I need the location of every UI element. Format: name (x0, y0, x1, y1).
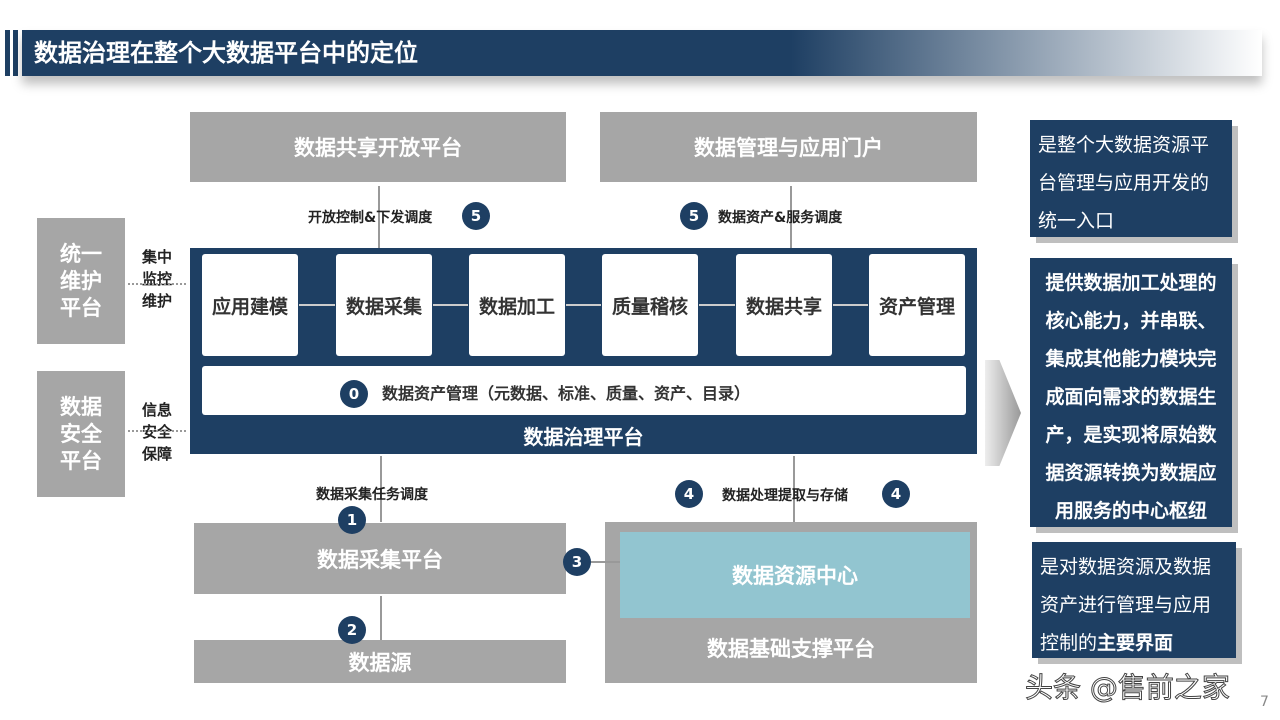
watermark: 头条 @售前之家 (1025, 671, 1231, 705)
module-asset-management: 资产管理 (869, 254, 965, 356)
arrow-connector (793, 456, 795, 522)
arrow-connector (380, 456, 382, 522)
link-label: 数据处理提取与存储 (722, 488, 848, 504)
chevron-right-icon (985, 360, 1021, 466)
link-label: 数据采集任务调度 (316, 487, 428, 503)
link-label: 集中监控维护 (142, 248, 173, 310)
resource-center: 数据资源中心 (620, 532, 970, 618)
step-badge: 4 (675, 480, 703, 508)
arrow-connector (128, 430, 186, 432)
arrow-connector (591, 561, 620, 563)
page-number: 7 (1260, 694, 1269, 710)
arrow-icon (299, 304, 335, 306)
module-quality-audit: 质量稽核 (602, 254, 698, 356)
data-sharing-platform: 数据共享开放平台 (190, 112, 566, 182)
arrow-icon (833, 304, 868, 306)
page-title: 数据治理在整个大数据平台中的定位 (22, 30, 1262, 76)
governance-title: 数据治理平台 (523, 425, 644, 449)
link-label: 数据资产&服务调度 (718, 210, 843, 226)
step-badge: 2 (338, 616, 366, 644)
link-label: 信息安全保障 (142, 401, 173, 463)
support-platform-label: 数据基础支撑平台 (707, 637, 875, 661)
step-badge: 4 (882, 480, 910, 508)
note-text: 是对数据资源及数据资产进行管理与应用控制的 (1040, 556, 1212, 654)
note-governance: 提供数据加工处理的核心能力，并串联、集成其他能力模块完成面向需求的数据生产，是实… (1030, 258, 1232, 527)
data-source: 数据源 (194, 640, 566, 683)
note-emphasis: 主要界面 (1097, 632, 1174, 654)
arrow-connector (378, 186, 380, 248)
title-accent (5, 30, 10, 76)
arrow-connector (128, 283, 186, 285)
arrow-icon (433, 304, 468, 306)
module-data-sharing: 数据共享 (736, 254, 832, 356)
note-portal: 是整个大数据资源平台管理与应用开发的统一入口 (1030, 120, 1232, 237)
collection-platform: 数据采集平台 (194, 523, 566, 594)
step-badge: 5 (680, 202, 708, 230)
maintenance-platform: 统一维护平台 (37, 218, 125, 344)
link-label: 开放控制&下发调度 (308, 210, 433, 226)
arrow-connector (380, 596, 382, 640)
title-accent (13, 30, 18, 76)
arrow-icon (699, 304, 735, 306)
asset-management-label: 数据资产管理（元数据、标准、质量、资产、目录） (382, 384, 751, 403)
data-portal: 数据管理与应用门户 (600, 112, 977, 182)
module-data-processing: 数据加工 (469, 254, 565, 356)
governance-platform (190, 248, 977, 454)
module-app-modeling: 应用建模 (202, 254, 298, 356)
step-badge: 3 (563, 548, 591, 576)
arrow-connector (790, 186, 792, 248)
note-support: 是对数据资源及数据资产进行管理与应用控制的主要界面 (1032, 542, 1236, 658)
step-badge: 5 (462, 202, 490, 230)
step-badge: 1 (338, 506, 366, 534)
step-badge: 0 (340, 380, 368, 408)
security-platform: 数据安全平台 (37, 371, 125, 497)
arrow-icon (566, 304, 601, 306)
module-data-collection: 数据采集 (336, 254, 432, 356)
asset-management-bar (202, 366, 966, 415)
